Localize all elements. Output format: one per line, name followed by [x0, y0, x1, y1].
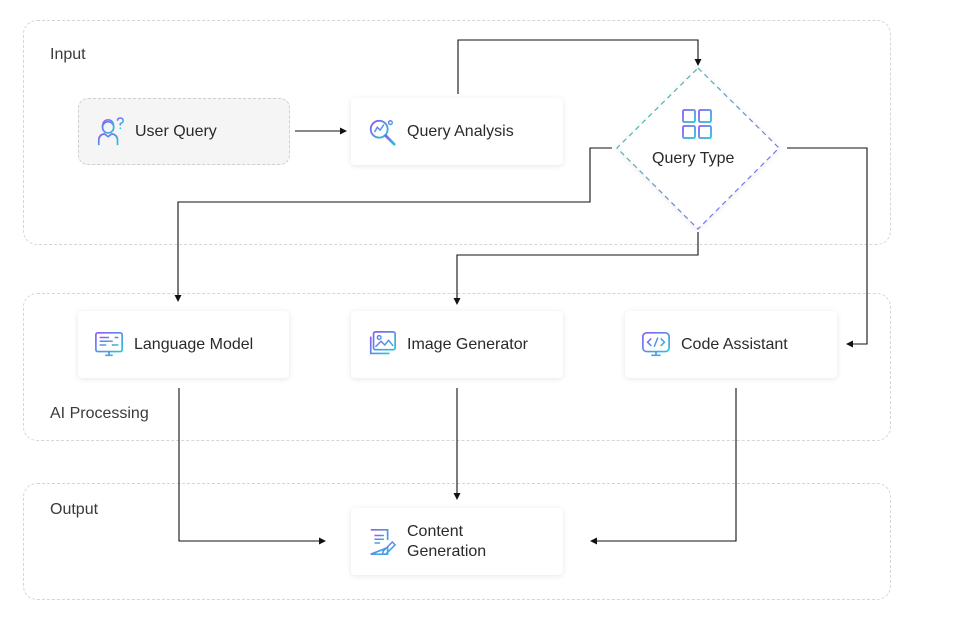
input-group-label: Input — [50, 46, 86, 63]
edge-type-to-language — [177, 147, 612, 296]
input-group — [23, 20, 891, 245]
query-type-diamond — [616, 67, 780, 230]
content-generation-node[interactable]: Content Generation — [351, 508, 563, 575]
language-model-label: Language Model — [134, 335, 254, 353]
query-analysis-node[interactable]: Query Analysis — [351, 98, 563, 165]
query-type-label: Query Type — [652, 150, 735, 167]
user-question-icon — [97, 116, 124, 145]
grid-icon — [682, 109, 712, 139]
edge-type-to-code — [787, 147, 868, 345]
magnifier-analysis-icon — [369, 119, 396, 146]
content-generation-line2: Generation — [407, 542, 487, 560]
language-model-node[interactable]: Language Model — [78, 311, 289, 378]
ai-processing-group-label: AI Processing — [50, 405, 149, 422]
output-group-label: Output — [50, 501, 99, 518]
user-query-label: User Query — [135, 122, 217, 140]
edge-analysis-to-type — [457, 39, 699, 94]
user-query-node[interactable]: User Query — [78, 98, 290, 165]
content-generation-label: Content Generation — [407, 522, 486, 562]
image-generator-node[interactable]: Image Generator — [351, 311, 563, 378]
monitor-text-icon — [95, 331, 123, 356]
code-assistant-label: Code Assistant — [681, 335, 788, 353]
image-stack-icon — [369, 330, 396, 354]
query-analysis-label: Query Analysis — [407, 122, 514, 140]
code-monitor-icon — [642, 331, 670, 356]
image-generator-label: Image Generator — [407, 335, 528, 353]
edge-code-to-content — [596, 388, 737, 542]
edge-language-to-content — [178, 388, 320, 542]
document-pen-icon — [370, 528, 397, 555]
content-generation-line1: Content — [407, 522, 464, 540]
edge-type-to-image — [456, 232, 699, 299]
code-assistant-node[interactable]: Code Assistant — [625, 311, 837, 378]
